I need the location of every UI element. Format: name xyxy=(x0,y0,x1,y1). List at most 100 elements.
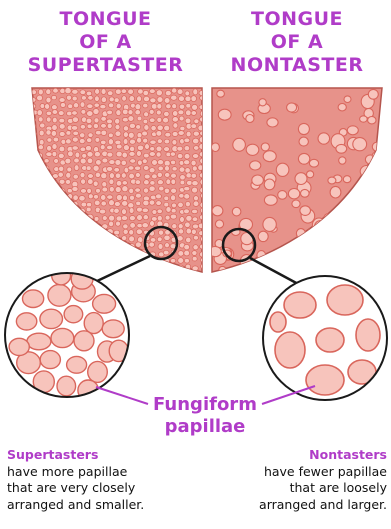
papilla-icon xyxy=(164,139,170,144)
papilla-icon xyxy=(72,146,78,150)
papilla-icon xyxy=(192,256,197,261)
papilla-icon xyxy=(172,117,178,122)
papilla-icon xyxy=(171,195,176,201)
papilla-icon xyxy=(53,202,59,208)
papilla-icon xyxy=(184,146,190,151)
papilla-icon xyxy=(65,257,71,262)
papilla-icon xyxy=(130,249,135,254)
papilla-icon xyxy=(200,202,206,208)
papilla-icon xyxy=(149,118,155,123)
papilla-icon xyxy=(31,265,37,270)
papilla-icon xyxy=(184,160,190,165)
papilla-icon xyxy=(33,153,38,158)
papilla-icon xyxy=(37,243,43,248)
papilla-icon xyxy=(157,172,162,177)
papilla-icon xyxy=(178,258,184,264)
papilla-icon xyxy=(116,252,121,256)
papilla-icon xyxy=(31,223,36,228)
papilla-icon xyxy=(149,186,155,191)
papilla-icon xyxy=(46,117,51,122)
papilla-icon xyxy=(157,104,162,110)
papilla-icon xyxy=(81,243,87,248)
papilla-icon xyxy=(47,146,52,152)
papilla-icon xyxy=(178,131,184,136)
papilla-icon xyxy=(143,265,148,271)
papilla-icon xyxy=(184,194,190,199)
papilla-icon xyxy=(373,258,386,272)
papilla-icon xyxy=(137,215,143,221)
papilla-icon xyxy=(96,160,102,166)
papilla-icon xyxy=(275,332,305,368)
papilla-icon xyxy=(344,96,351,103)
papilla-icon xyxy=(143,200,149,206)
papilla-icon xyxy=(369,221,383,234)
papilla-icon xyxy=(22,290,43,308)
papilla-icon xyxy=(209,247,221,257)
papilla-icon xyxy=(73,131,79,135)
papilla-icon xyxy=(172,224,177,229)
papilla-icon xyxy=(171,188,177,193)
papilla-icon xyxy=(101,116,107,121)
papilla-icon xyxy=(94,200,100,205)
papilla-icon xyxy=(149,242,155,247)
papilla-icon xyxy=(129,173,135,179)
papilla-icon xyxy=(178,202,184,207)
papilla-icon xyxy=(101,89,106,95)
papilla-icon xyxy=(163,250,169,255)
papilla-icon xyxy=(178,110,184,115)
papilla-icon xyxy=(292,200,300,208)
papilla-icon xyxy=(246,115,254,123)
papilla-icon xyxy=(53,196,59,201)
papilla-icon xyxy=(122,152,127,158)
papilla-icon xyxy=(107,145,113,149)
papilla-icon xyxy=(87,257,93,262)
papilla-icon xyxy=(31,138,37,144)
papilla-icon xyxy=(199,231,204,236)
papilla-icon xyxy=(38,145,43,150)
papilla-icon xyxy=(82,153,87,158)
papilla-icon xyxy=(109,221,114,227)
papilla-icon xyxy=(93,257,98,263)
papilla-icon xyxy=(86,146,92,151)
papilla-icon xyxy=(93,109,99,115)
tongue-nontaster xyxy=(209,88,386,272)
papilla-icon xyxy=(193,235,198,240)
papilla-icon xyxy=(128,110,133,115)
papilla-icon xyxy=(336,144,347,153)
papilla-icon xyxy=(123,224,128,229)
papilla-icon xyxy=(59,179,65,184)
papilla-icon xyxy=(80,133,85,138)
papilla-icon xyxy=(144,180,150,185)
papilla-icon xyxy=(368,117,376,124)
papilla-icon xyxy=(81,109,86,114)
papilla-icon xyxy=(101,173,107,179)
papilla-icon xyxy=(58,172,63,177)
papilla-icon xyxy=(107,91,113,96)
papilla-icon xyxy=(200,208,205,213)
papilla-icon xyxy=(368,211,376,219)
papilla-icon xyxy=(157,97,163,103)
papilla-icon xyxy=(80,158,86,164)
papilla-icon xyxy=(199,105,205,110)
papilla-icon xyxy=(101,124,107,129)
papilla-icon xyxy=(123,242,129,247)
papilla-icon xyxy=(68,229,74,234)
papilla-icon xyxy=(59,98,65,103)
papilla-icon xyxy=(79,264,84,269)
papilla-icon xyxy=(136,263,142,269)
papilla-icon xyxy=(94,103,99,107)
papilla-icon xyxy=(157,117,162,122)
papilla-icon xyxy=(115,119,120,125)
papilla-icon xyxy=(107,110,113,115)
papilla-icon xyxy=(150,147,155,151)
papilla-icon xyxy=(157,125,163,131)
papilla-icon xyxy=(200,179,206,185)
papilla-icon xyxy=(39,173,45,178)
papilla-icon xyxy=(74,158,80,163)
papilla-icon xyxy=(164,235,170,240)
papilla-icon xyxy=(258,231,268,241)
papilla-icon xyxy=(267,118,278,127)
papilla-icon xyxy=(165,215,170,220)
papilla-icon xyxy=(343,176,351,183)
papilla-icon xyxy=(59,256,64,260)
